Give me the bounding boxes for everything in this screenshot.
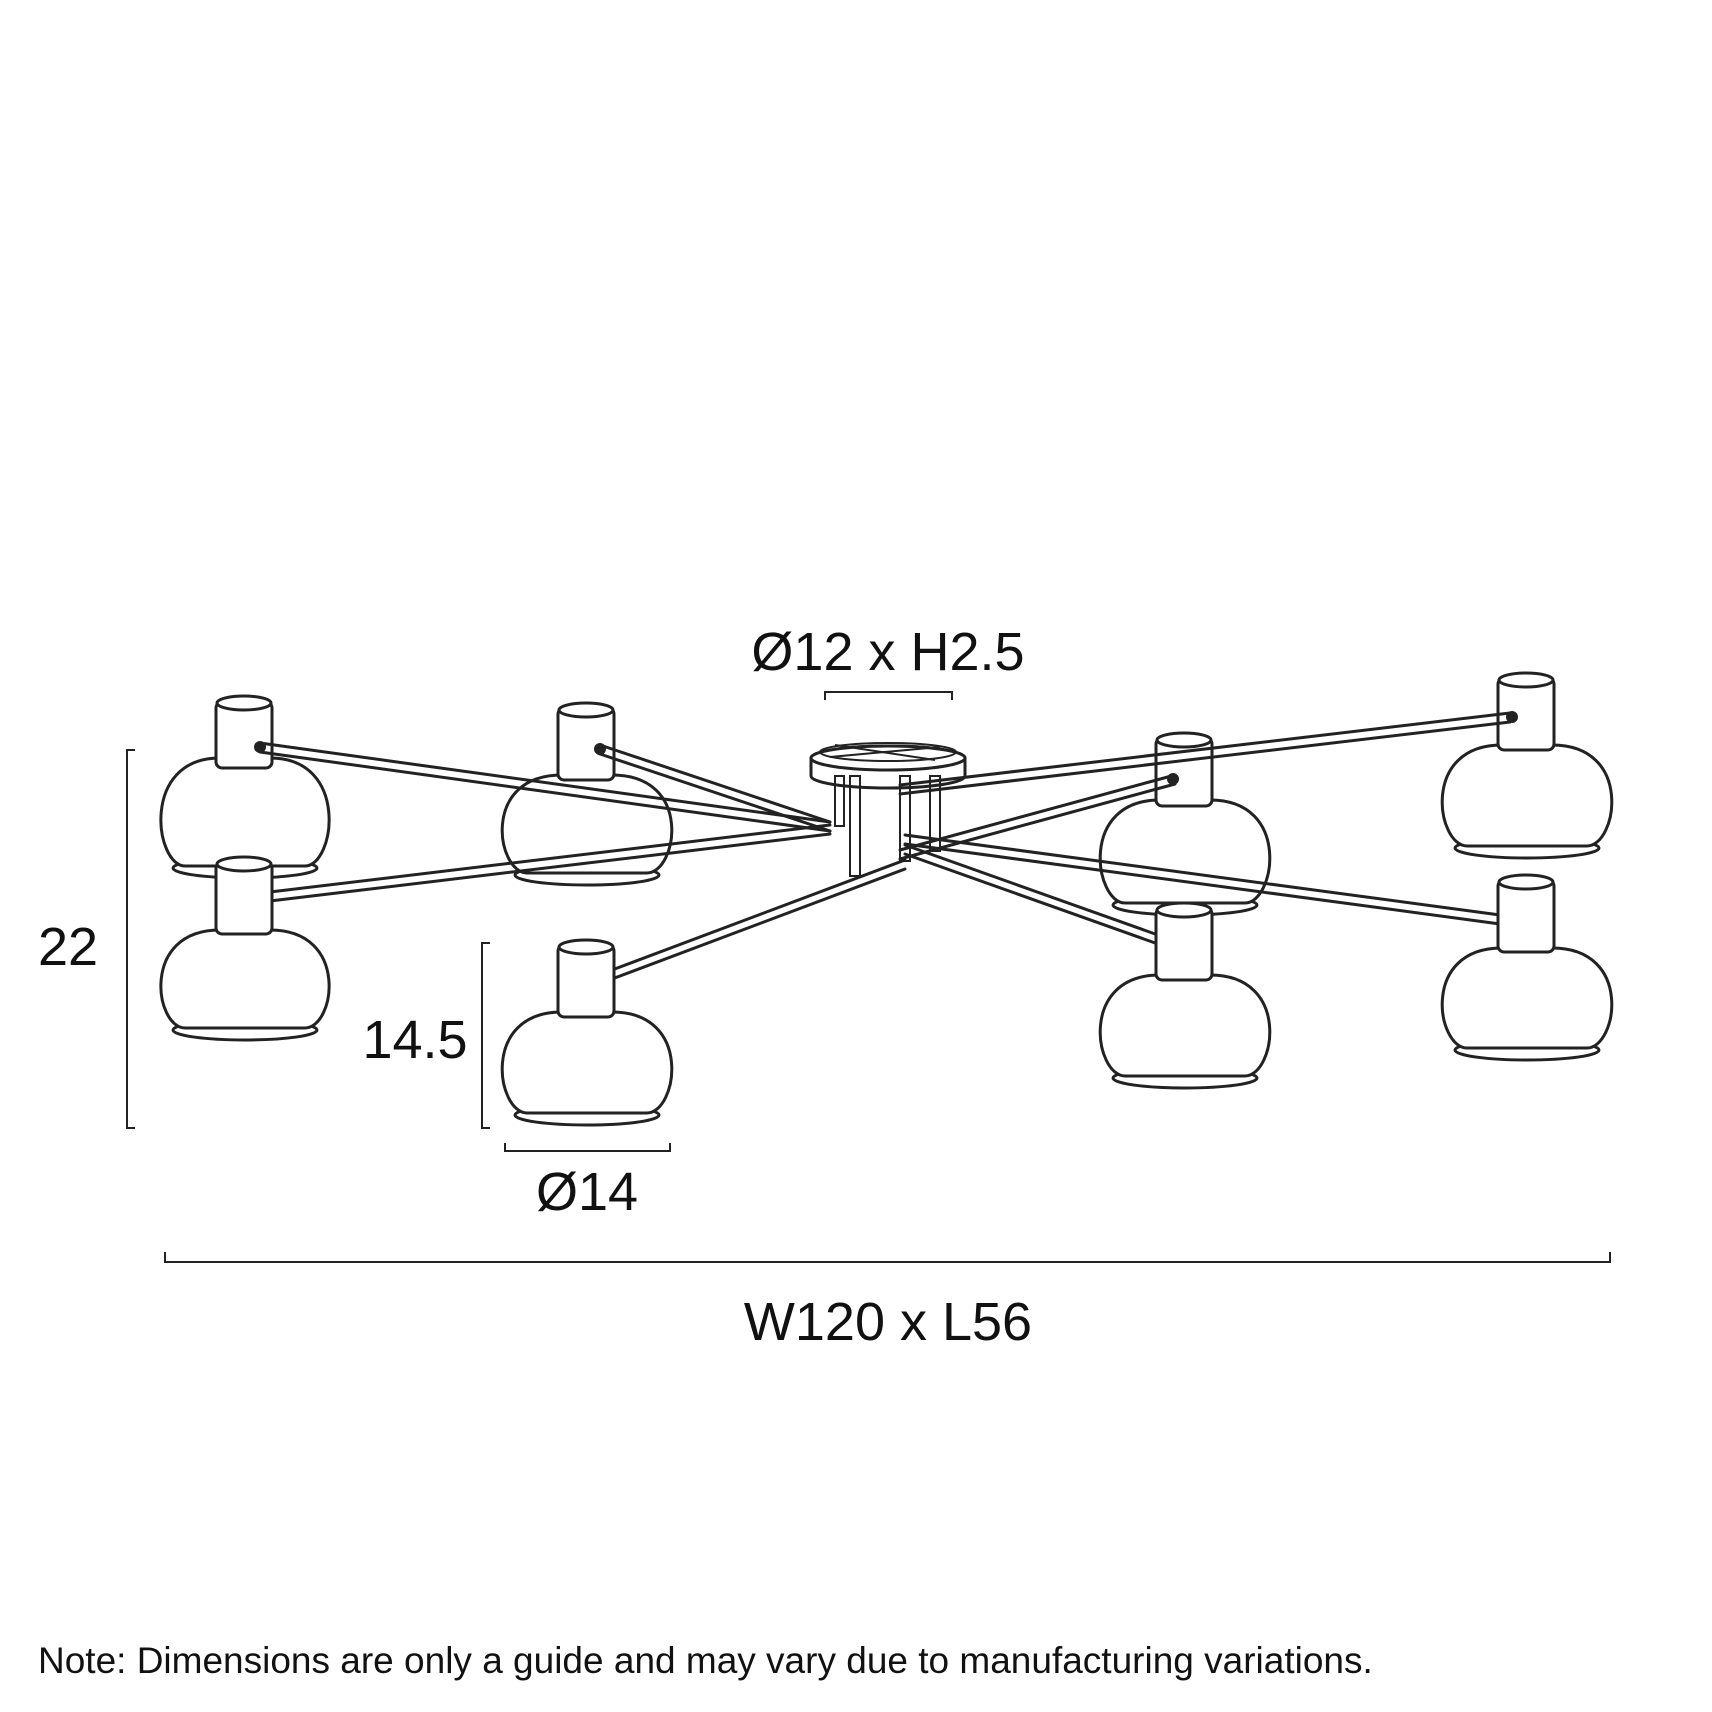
dimension-shade-diameter: Ø14 bbox=[504, 1143, 671, 1222]
canopy bbox=[809, 742, 967, 877]
shade-back-1 bbox=[159, 694, 331, 880]
dimension-overall-height-label: 22 bbox=[38, 917, 98, 977]
shade-front-3 bbox=[1098, 901, 1272, 1090]
shade-back-4 bbox=[1440, 671, 1614, 860]
shade-front-1 bbox=[159, 855, 331, 1042]
disclaimer-note: Note: Dimensions are only a guide and ma… bbox=[38, 1640, 1373, 1681]
dimension-shade-height: 14.5 bbox=[362, 942, 490, 1129]
dimension-overall-size-label: W120 x L56 bbox=[744, 1292, 1032, 1352]
dimension-shade-diameter-label: Ø14 bbox=[536, 1162, 638, 1222]
dimension-shade-height-label: 14.5 bbox=[362, 1010, 467, 1070]
shade-back-2 bbox=[500, 701, 674, 887]
shade-front-4 bbox=[1440, 873, 1614, 1062]
dimension-overall-size: W120 x L56 bbox=[164, 1252, 1611, 1352]
shade-front-2 bbox=[500, 938, 674, 1127]
dimension-canopy: Ø12 x H2.5 bbox=[751, 622, 1025, 700]
dimension-canopy-label: Ø12 x H2.5 bbox=[751, 622, 1024, 682]
arms bbox=[254, 711, 1518, 981]
dimension-overall-height: 22 bbox=[38, 749, 135, 1129]
